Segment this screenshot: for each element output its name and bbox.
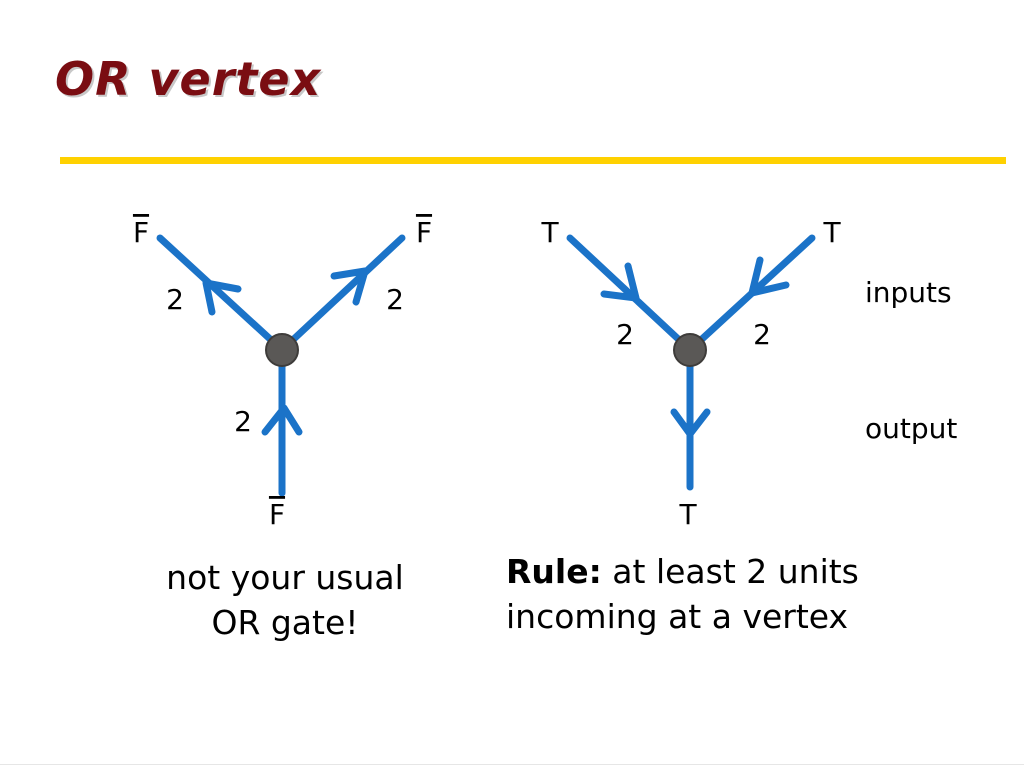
left-arrow-top-right <box>330 267 369 306</box>
right-top-right-end-label: T <box>822 216 841 249</box>
left-arrow-bottom <box>261 404 303 436</box>
rule-label: Rule: <box>506 552 602 591</box>
left-caption-line1: not your usual <box>166 558 404 597</box>
left-bottom-end-label: F <box>269 498 285 531</box>
right-vertex <box>673 333 707 367</box>
rule-caption: Rule: at least 2 units incoming at a ver… <box>506 550 946 639</box>
inputs-label: inputs <box>865 276 952 309</box>
slide-title: OR vertex <box>55 52 322 106</box>
left-top-left-weight: 2 <box>166 283 184 316</box>
title-underline <box>60 157 1006 164</box>
right-top-left-end-label: T <box>540 216 559 249</box>
left-top-right-end-label: F <box>416 216 432 249</box>
output-label: output <box>865 412 957 445</box>
right-top-right-weight: 2 <box>753 318 771 351</box>
left-edge-top-left <box>156 234 286 354</box>
rule-text-line1: at least 2 units <box>601 552 859 591</box>
left-bottom-weight: 2 <box>234 405 252 438</box>
right-bottom-end-label: T <box>678 498 697 531</box>
right-arrow-bottom <box>670 408 711 438</box>
right-top-left-weight: 2 <box>616 318 634 351</box>
right-diagram: T T T 2 2 inputs output <box>540 216 957 531</box>
left-diagram: F F F 2 2 2 <box>133 216 432 531</box>
left-vertex <box>265 333 299 367</box>
right-arrow-top-left <box>600 262 640 302</box>
footer-divider <box>0 764 1024 765</box>
left-top-left-end-label: F <box>133 216 149 249</box>
left-edge-top-right <box>278 234 406 354</box>
left-caption-line2: OR gate! <box>211 602 359 642</box>
rule-text-line2: incoming at a vertex <box>506 596 849 636</box>
left-caption: not your usual OR gate! <box>140 556 430 645</box>
left-top-right-weight: 2 <box>386 283 404 316</box>
right-arrow-top-right <box>748 256 790 297</box>
left-arrow-top-left <box>202 279 242 316</box>
